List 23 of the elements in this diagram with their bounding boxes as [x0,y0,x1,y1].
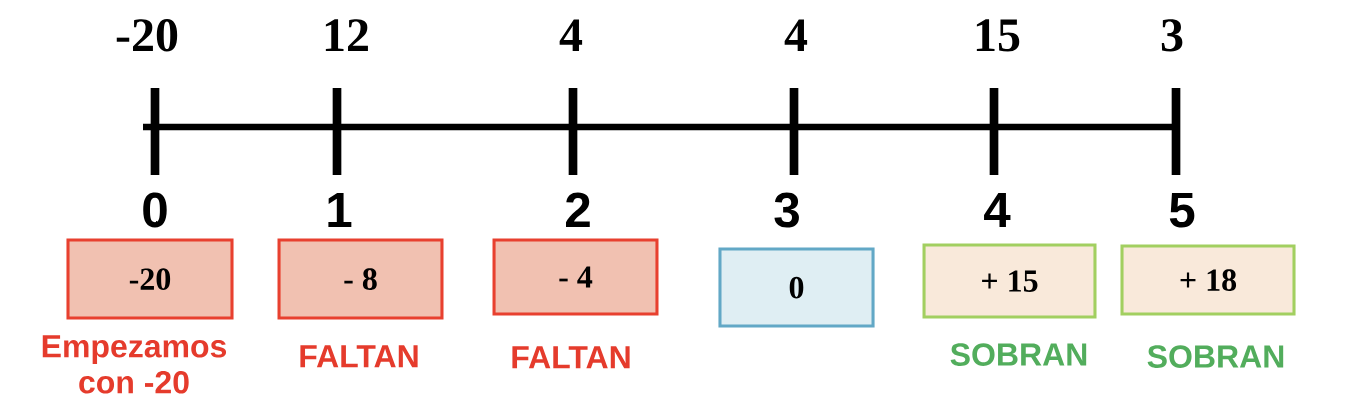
status-label: SOBRAN [950,343,1087,366]
status-label: FALTAN [512,346,630,369]
value-box: 0 [718,247,875,328]
value-box: + 18 [1120,244,1296,316]
status-label: FALTAN [300,345,418,368]
number-label: 12 [325,19,368,51]
tick-label: 1 [328,193,352,227]
tick-label: 2 [566,192,590,227]
number-label: -20 [116,19,178,52]
number-label: 4 [784,19,808,51]
number-label: 3 [1161,19,1183,52]
value-box: - 4 [492,238,659,316]
status-label: SOBRAN [1147,345,1284,368]
number-label: 4 [559,19,583,51]
number-label: 15 [976,19,1020,52]
value-box: -20 [66,238,234,320]
tick-label: 4 [984,193,1011,227]
value-box: + 15 [922,243,1097,319]
tick-label: 5 [1169,193,1195,228]
status-label: Empezamos con -20 [42,335,227,394]
value-box: - 8 [277,238,444,320]
tick-label: 0 [143,192,167,228]
tick-label: 3 [774,192,799,228]
